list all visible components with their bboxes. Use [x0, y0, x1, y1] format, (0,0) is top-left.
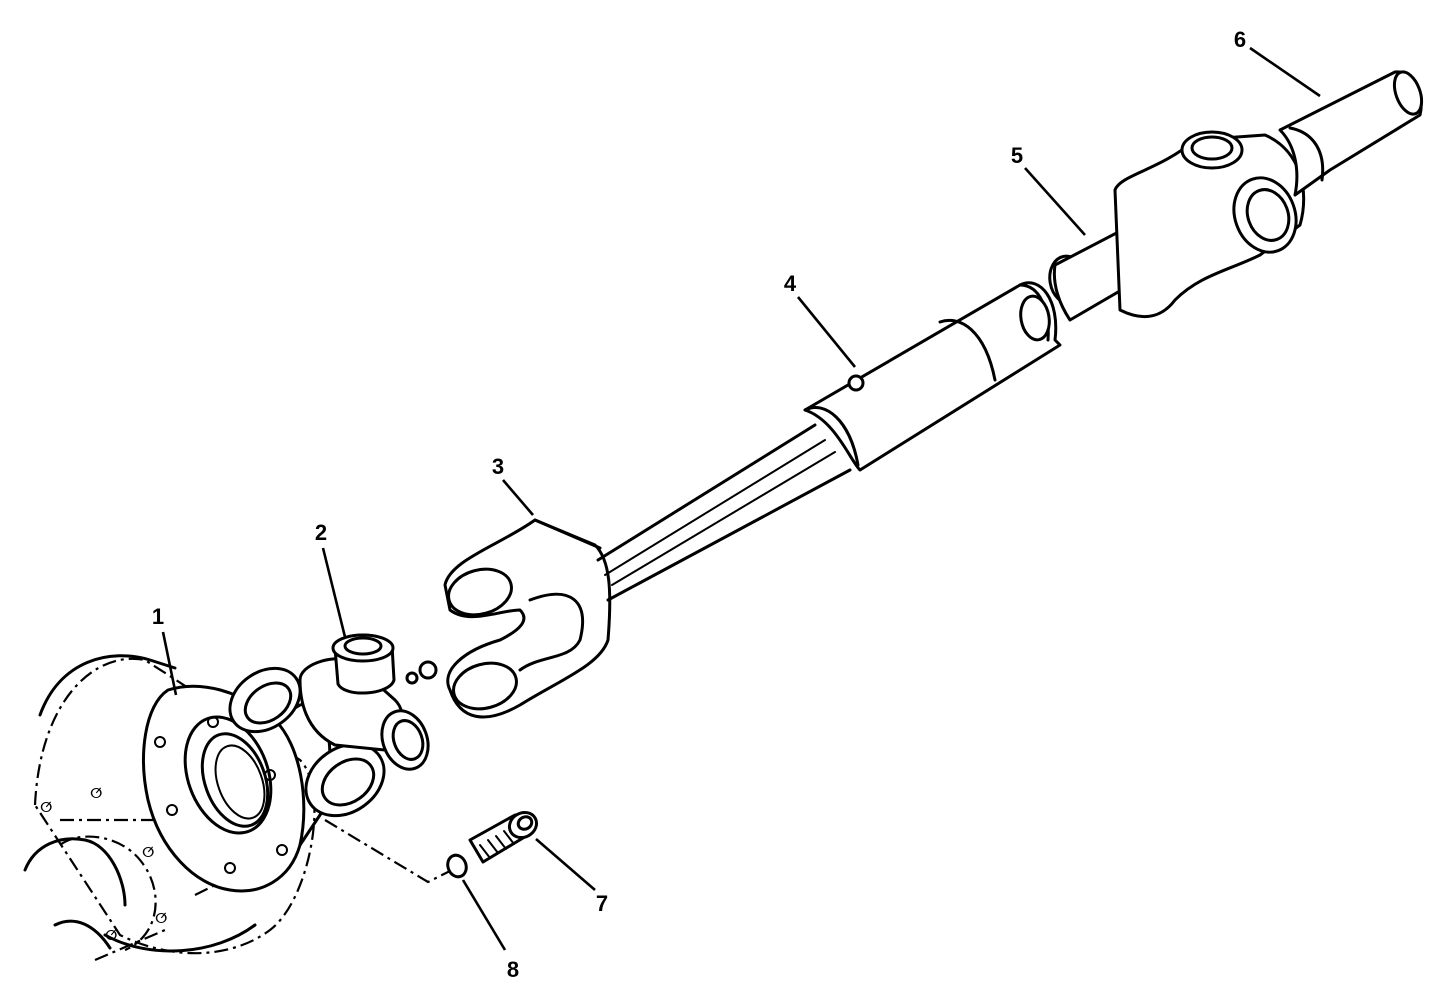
bolt-and-washer: [446, 810, 539, 879]
callout-3: 3: [491, 454, 505, 479]
shaft-tube: [803, 254, 1088, 472]
callout-6: 6: [1233, 27, 1247, 52]
universal-joint-spider: [298, 633, 438, 771]
svg-text:ⵚ: ⵚ: [105, 927, 117, 943]
callout-2: 2: [314, 520, 328, 545]
splined-shaft: [596, 423, 852, 602]
companion-flange-phantom: ⵚ ⵚ ⵚ ⵚ ⵚ: [23, 654, 316, 962]
slip-yoke: [443, 518, 612, 719]
callout-8: 8: [506, 957, 520, 982]
rear-universal-joint: [1052, 70, 1424, 322]
svg-text:ⵚ: ⵚ: [155, 910, 167, 926]
svg-text:ⵚ: ⵚ: [142, 844, 154, 860]
callout-7: 7: [595, 891, 609, 916]
callout-5: 5: [1010, 143, 1024, 168]
callout-1: 1: [151, 604, 165, 629]
callout-leaders: [161, 46, 1321, 951]
callout-4: 4: [783, 271, 797, 296]
svg-text:ⵚ: ⵚ: [40, 799, 52, 815]
svg-text:ⵚ: ⵚ: [90, 785, 102, 801]
flange-yoke: [142, 666, 386, 893]
